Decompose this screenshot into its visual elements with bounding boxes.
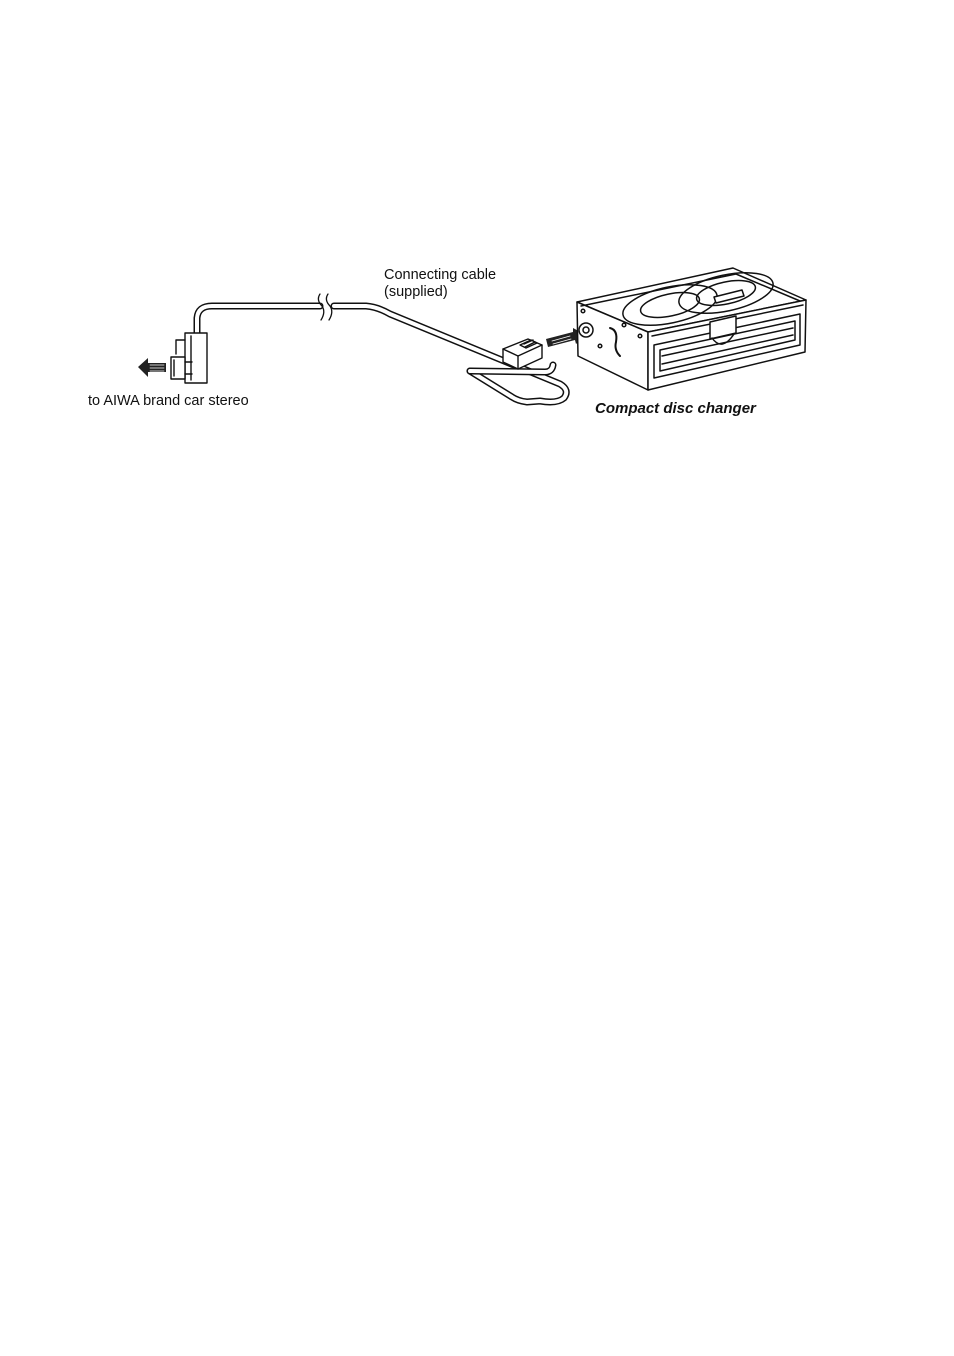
changer-label: Compact disc changer [595, 400, 756, 417]
cable-label: Connecting cable (supplied) [384, 267, 496, 301]
left-arrow-icon [138, 358, 166, 377]
cd-changer-unit [577, 265, 806, 390]
stereo-plug [171, 333, 207, 383]
cable-label-line1: Connecting cable [384, 267, 496, 284]
cable-label-line2: (supplied) [384, 284, 496, 301]
stereo-label: to AIWA brand car stereo [88, 393, 249, 410]
changer-plug [503, 339, 542, 369]
